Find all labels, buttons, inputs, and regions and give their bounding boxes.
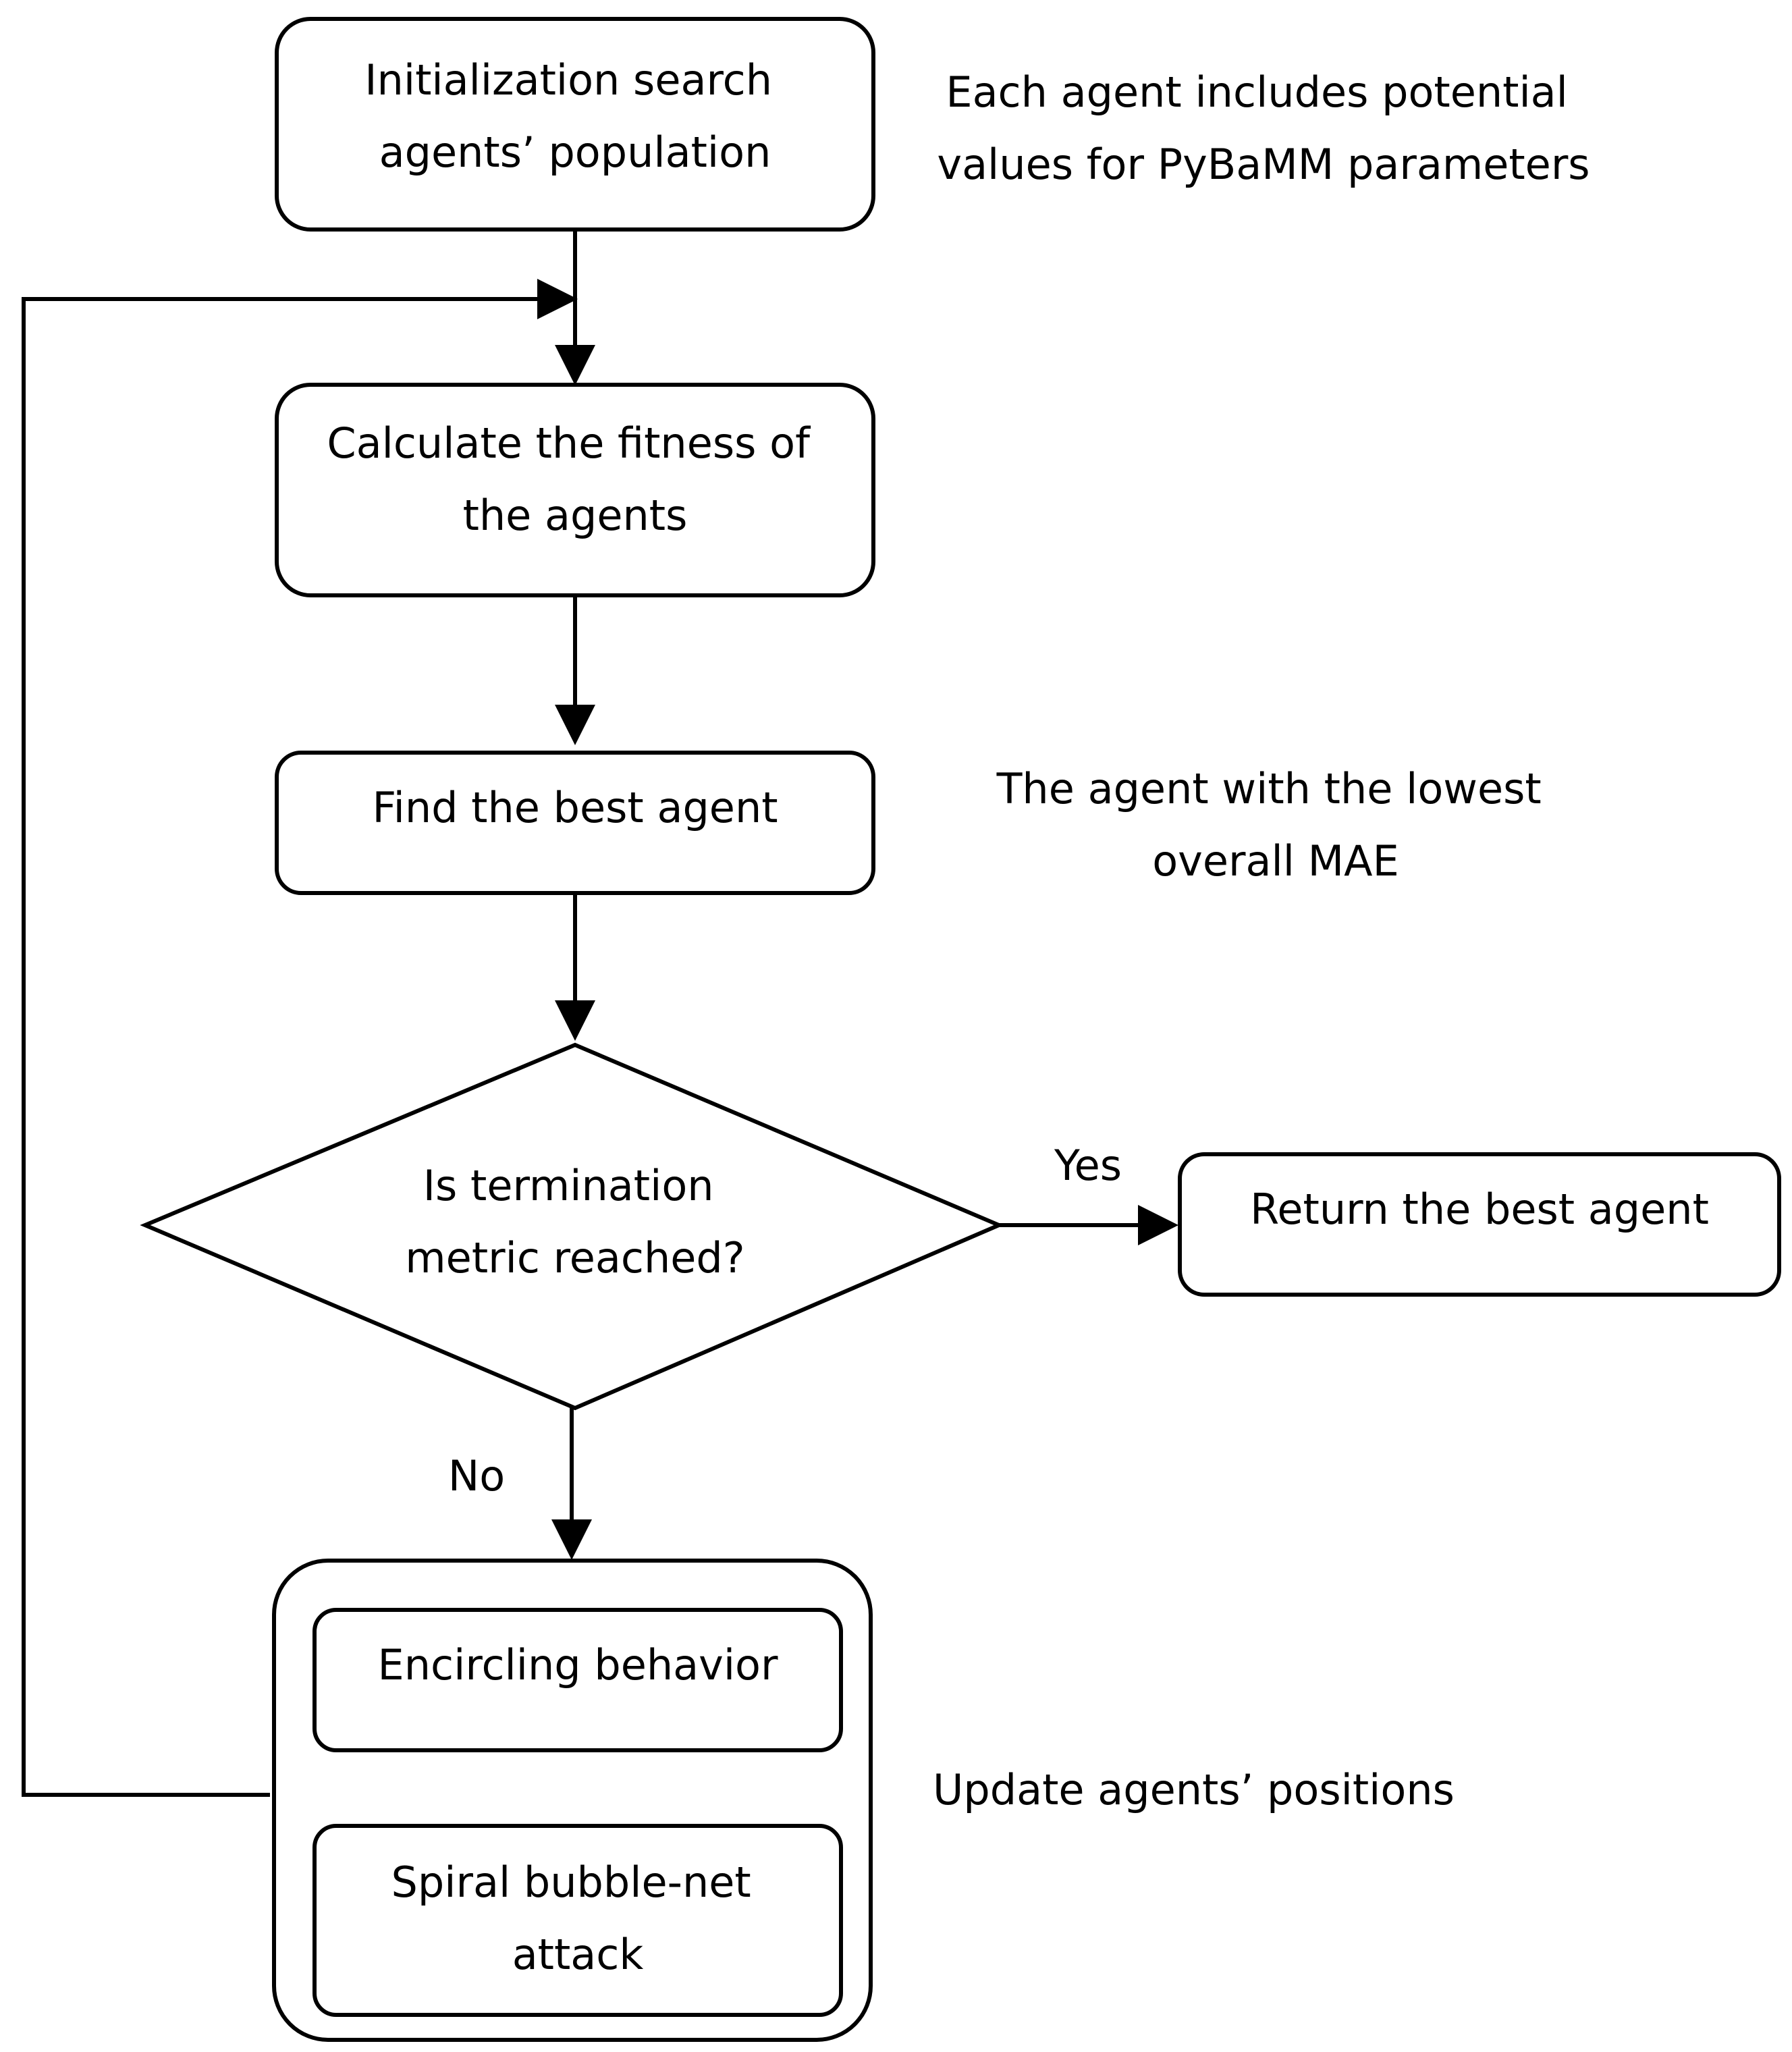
node-init: Initialization search agents’ population bbox=[275, 17, 875, 232]
node-init-line-1: Initialization search bbox=[364, 55, 772, 105]
node-spiral-box bbox=[313, 1824, 843, 2017]
node-decision: Is termination metric reached? bbox=[140, 1042, 1004, 1411]
node-encircling-line-1: Encircling behavior bbox=[378, 1640, 778, 1690]
node-return: Return the best agent bbox=[1178, 1152, 1781, 1297]
node-best-line-1: Find the best agent bbox=[372, 783, 778, 832]
node-decision-diamond bbox=[140, 1042, 1004, 1411]
node-decision-line-1: Is termination bbox=[423, 1161, 714, 1210]
note-init-line-1: Each agent includes potential bbox=[946, 68, 1568, 117]
node-best: Find the best agent bbox=[275, 751, 875, 895]
node-init-label: Initialization search agents’ population bbox=[364, 55, 785, 177]
node-best-label: Find the best agent bbox=[372, 783, 778, 832]
node-encircling-label: Encircling behavior bbox=[378, 1640, 778, 1690]
node-decision-label: Is termination metric reached? bbox=[405, 1161, 744, 1282]
edge-no-label: No bbox=[448, 1451, 505, 1501]
edges bbox=[22, 230, 1178, 1797]
note-best-line-2: overall MAE bbox=[1152, 836, 1399, 886]
node-fitness: Calculate the fitness of the agents bbox=[275, 383, 875, 597]
node-init-line-2: agents’ population bbox=[379, 128, 771, 177]
node-spiral-label: Spiral bubble-net attack bbox=[391, 1858, 765, 1979]
node-encircling: Encircling behavior bbox=[313, 1608, 843, 1752]
node-return-line-1: Return the best agent bbox=[1250, 1185, 1709, 1234]
note-best: The agent with the lowest overall MAE bbox=[996, 764, 1555, 886]
edge-yes-label: Yes bbox=[1054, 1141, 1122, 1190]
note-init-line-2: values for PyBaMM parameters bbox=[937, 140, 1590, 189]
node-spiral-line-1: Spiral bubble-net bbox=[391, 1858, 751, 1907]
node-encircling-box bbox=[313, 1608, 843, 1752]
node-fitness-line-1: Calculate the fitness of bbox=[327, 418, 811, 468]
node-fitness-box bbox=[275, 383, 875, 597]
node-init-box bbox=[275, 17, 875, 232]
note-best-line-1: The agent with the lowest bbox=[996, 764, 1542, 813]
node-spiral-line-2: attack bbox=[512, 1930, 644, 1979]
node-update-group: Encircling behavior Spiral bubble-net at… bbox=[272, 1559, 873, 2042]
node-fitness-label: Calculate the fitness of the agents bbox=[327, 418, 823, 540]
node-best-box bbox=[275, 751, 875, 895]
node-decision-line-2: metric reached? bbox=[405, 1233, 744, 1282]
edge-loop-back bbox=[22, 279, 578, 1797]
node-spiral: Spiral bubble-net attack bbox=[313, 1824, 843, 2017]
node-return-box bbox=[1178, 1152, 1781, 1297]
note-init: Each agent includes potential values for… bbox=[937, 68, 1590, 189]
note-update-line-1: Update agents’ positions bbox=[933, 1765, 1455, 1814]
node-return-label: Return the best agent bbox=[1250, 1185, 1709, 1234]
note-update: Update agents’ positions bbox=[933, 1765, 1455, 1814]
node-fitness-line-2: the agents bbox=[463, 491, 688, 540]
